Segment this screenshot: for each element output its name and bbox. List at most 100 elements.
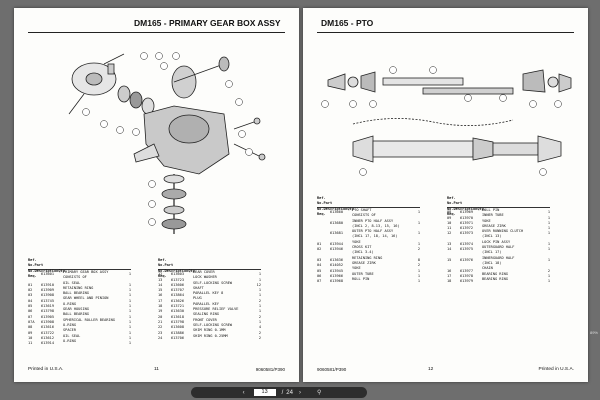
quantity-cell: 2	[417, 263, 420, 267]
part-number-cell: 613680	[330, 220, 343, 224]
quantity-cell: 1	[547, 279, 550, 283]
part-number-cell: 613914	[41, 341, 54, 345]
table-row: (INCL 2, 8-13, 15, 16)	[317, 224, 420, 229]
ref-cell: 16	[447, 268, 452, 272]
description-cell: (INCL 17, 18, 14, 16)	[352, 234, 398, 239]
ref-cell: 05	[317, 268, 322, 272]
part-number-cell: 613745	[41, 298, 54, 302]
chevron-right-icon[interactable]: ›	[298, 389, 301, 396]
ref-cell: 14	[158, 282, 163, 286]
description-cell: YOKE	[352, 239, 361, 244]
description-cell: (INCL 17)	[482, 250, 502, 255]
ref-cell: 02	[28, 288, 33, 292]
quantity-cell: 2	[258, 298, 261, 302]
parts-column-1: Ref. No.Part No.DescriptionQty. Req. 613…	[28, 258, 131, 344]
description-cell: BALL BEARING	[63, 291, 89, 296]
table-header: Ref. No.Part No.DescriptionQty. Req.	[28, 258, 131, 278]
ref-cell: 14	[447, 247, 452, 251]
viewer-toolbar: ‹ 13 / 24 › ⚲	[0, 386, 600, 400]
quantity-cell: 1	[128, 298, 131, 302]
chevron-left-icon[interactable]: ‹	[242, 389, 245, 396]
page-number: 11	[154, 367, 159, 372]
ref-cell: 17	[158, 298, 163, 302]
description-cell: GREASE ZIRK	[352, 260, 376, 265]
description-cell: (INCL 3-4)	[352, 250, 374, 255]
description-cell: PARALLEL KEY	[193, 301, 219, 306]
quantity-cell: 1	[128, 335, 131, 339]
table-row: (INCL 3-4)	[317, 250, 420, 255]
table-row: 16 613977 CHAIN 2	[447, 266, 550, 271]
description-cell: LOCK WASHER	[193, 275, 217, 280]
quantity-cell: 1	[417, 273, 420, 277]
footer-printed: Printed in U.S.A.	[28, 367, 64, 372]
part-number-cell: 613660	[330, 210, 343, 214]
description-cell: BALL BEARING	[63, 312, 89, 317]
description-cell: INNERGUARD HALF	[482, 255, 515, 260]
description-cell: CHAIN	[482, 266, 493, 271]
description-cell: GEAR HOUSING	[63, 307, 89, 312]
page-11: DM165 - PRIMARY GEAR BOX ASSY	[14, 8, 299, 382]
page-number: 12	[428, 367, 434, 372]
page-navigator: ‹ 13 / 24 › ⚲	[191, 387, 367, 398]
quantity-cell: 1	[128, 341, 131, 345]
description-cell: (INCL 18)	[482, 260, 502, 265]
table-row: CONSISTS OF	[317, 213, 420, 218]
description-cell: GEAR WHEEL AND PINION	[63, 296, 109, 301]
pto-exploded-diagram	[321, 66, 572, 176]
ref-cell: 11	[447, 226, 452, 230]
part-number-cell: 613626	[171, 298, 184, 302]
quantity-cell: 1	[417, 242, 420, 246]
quantity-cell: 1	[547, 273, 550, 277]
description-cell: SELF-LOCKING SCREW	[193, 322, 232, 327]
part-number-cell: 613977	[460, 268, 473, 272]
quantity-cell: 12	[256, 282, 261, 286]
part-number-cell: 613975	[460, 247, 473, 251]
part-number-cell: 613908	[41, 319, 54, 323]
part-number-cell: 613722	[41, 330, 54, 334]
table-header: Ref. No.Part No.DescriptionQty. Req.	[158, 258, 261, 278]
quantity-cell: 1	[547, 242, 550, 246]
ref-cell: 08	[447, 210, 452, 214]
part-number-cell: 613603	[171, 272, 184, 276]
ref-cell: 21	[158, 319, 163, 323]
part-number-cell: 613886	[171, 330, 184, 334]
part-number-cell: 613636	[330, 257, 343, 261]
zoom-level: 89%	[589, 330, 598, 335]
description-cell: SPHERICAL ROLLER BEARING	[63, 317, 115, 322]
quantity-cell: 1	[128, 282, 131, 286]
quantity-cell: 1	[128, 288, 131, 292]
quantity-cell: 2	[258, 330, 261, 334]
part-number-cell: 613601	[41, 272, 54, 276]
ref-cell: 11	[28, 341, 33, 345]
part-number-cell: 613721	[171, 304, 184, 308]
current-page-input[interactable]: 13	[253, 389, 276, 396]
description-cell: O-RING	[63, 322, 76, 327]
title-rule	[317, 32, 574, 33]
description-cell: ROLL PIN	[482, 208, 500, 212]
quantity-cell: 2	[547, 268, 550, 272]
quantity-cell: 1	[417, 231, 420, 235]
ref-cell: 10	[447, 220, 452, 224]
description-cell: PRIMARY GEAR BOX ASSY	[63, 270, 109, 274]
part-number-cell: 613973	[460, 231, 473, 235]
description-cell: INNER PTO HALF ASSY	[352, 218, 394, 223]
part-number-cell: 613606	[171, 282, 184, 286]
page-12: DM165 - PTO	[303, 8, 588, 382]
part-number-cell: 613905	[41, 314, 54, 318]
zoom-icon[interactable]: ⚲	[316, 390, 322, 396]
description-cell: ROLL PIN	[352, 276, 370, 281]
